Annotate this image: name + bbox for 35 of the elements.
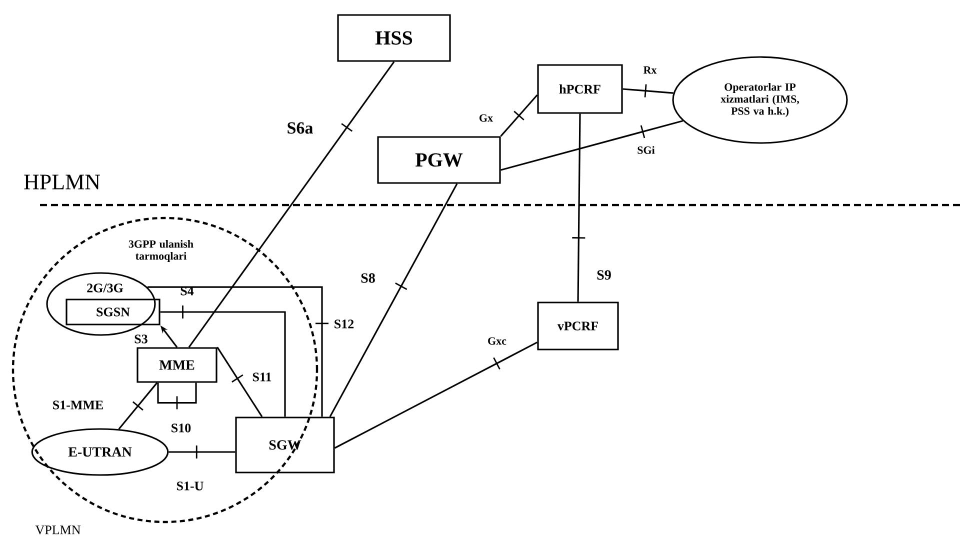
edge-label: Gxc xyxy=(488,337,506,345)
region-label: VPLMN xyxy=(35,526,80,534)
interface-line xyxy=(500,120,683,171)
edge-label: S6a xyxy=(288,122,313,134)
interface-line xyxy=(334,342,538,449)
edge-label: S8 xyxy=(361,273,375,283)
edge-label: Gx xyxy=(480,114,493,122)
edge-label: SGi xyxy=(638,146,655,154)
interface-line xyxy=(147,286,330,417)
network-box: SGSN xyxy=(66,298,160,326)
edge-label: S9 xyxy=(597,270,611,280)
region-label: HPLMN xyxy=(24,174,100,190)
network-box: MME xyxy=(136,347,218,383)
interface-line xyxy=(118,382,158,430)
interface-line xyxy=(572,114,586,302)
edge-label: S1-MME xyxy=(53,400,103,410)
interface-line xyxy=(157,382,197,410)
edge-label: S1-U xyxy=(176,482,204,490)
interface-line xyxy=(168,444,236,460)
network-box: HSS xyxy=(337,14,451,62)
edge-label: S11 xyxy=(252,372,272,382)
interface-line xyxy=(160,304,286,417)
interface-line xyxy=(622,84,674,98)
network-box: SGW xyxy=(235,416,335,474)
network-box: hPCRF xyxy=(537,64,623,114)
interface-line xyxy=(216,346,263,418)
interface-line xyxy=(188,61,395,348)
edge-label: Rx xyxy=(643,66,657,74)
interface-line xyxy=(329,183,458,418)
edge-label: S12 xyxy=(334,320,354,328)
edge-label: S3 xyxy=(134,334,148,344)
edge-label: S10 xyxy=(172,424,191,432)
network-box: PGW xyxy=(377,136,501,184)
network-box: vPCRF xyxy=(537,302,619,350)
interface-line xyxy=(500,94,538,137)
